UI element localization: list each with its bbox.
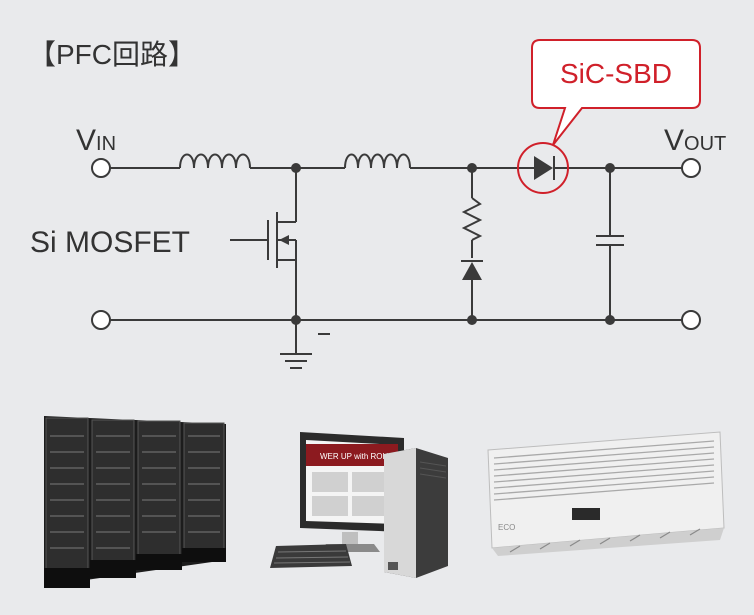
junction	[605, 315, 615, 325]
junction	[291, 315, 301, 325]
mosfet-arrow	[279, 235, 289, 245]
vin-label: VIN	[76, 124, 116, 157]
server-rack-image	[44, 416, 226, 588]
ground-symbol	[280, 320, 330, 369]
rack-unit	[45, 417, 89, 579]
sic-sbd-diode	[517, 142, 569, 194]
sbd-triangle	[534, 156, 553, 180]
junction	[467, 315, 477, 325]
junction	[467, 163, 477, 173]
ac-brand: ECO	[498, 523, 515, 532]
rack-unit	[183, 422, 225, 560]
mosfet-label: Si MOSFET	[30, 226, 190, 259]
sbd-highlight-ring	[517, 142, 569, 194]
figure-title: 【PFC回路】	[28, 39, 196, 70]
screen-banner-text: WER UP with ROHM	[320, 452, 395, 461]
rack-unit	[137, 420, 181, 565]
ac-display	[572, 508, 600, 520]
callout-label: SiC-SBD	[560, 58, 672, 89]
callout-bubble	[531, 39, 701, 146]
vout-label: VOUT	[664, 124, 726, 157]
resistor	[461, 197, 483, 241]
screen-banner	[306, 444, 398, 466]
junction	[291, 163, 301, 173]
vout-terminal-top	[681, 158, 701, 178]
resistor-diode-branch	[461, 168, 483, 320]
vout-terminal-bottom	[681, 310, 701, 330]
si-mosfet-symbol	[230, 168, 297, 320]
junction-dots	[291, 163, 615, 325]
rack-unit	[91, 419, 135, 571]
output-capacitor	[596, 168, 624, 320]
junction	[605, 163, 615, 173]
air-conditioner-image: ECO	[487, 431, 725, 556]
keyboard	[270, 544, 352, 568]
vin-terminal-top	[91, 158, 111, 178]
inductor-2	[344, 153, 411, 169]
pfc-circuit	[91, 142, 701, 369]
diode-triangle	[462, 262, 482, 280]
sic-sbd-callout: SiC-SBD	[531, 39, 701, 146]
inductor-1	[179, 153, 251, 169]
vin-terminal-bottom	[91, 310, 111, 330]
desktop-pc-image: WER UP with ROHM	[270, 432, 448, 578]
